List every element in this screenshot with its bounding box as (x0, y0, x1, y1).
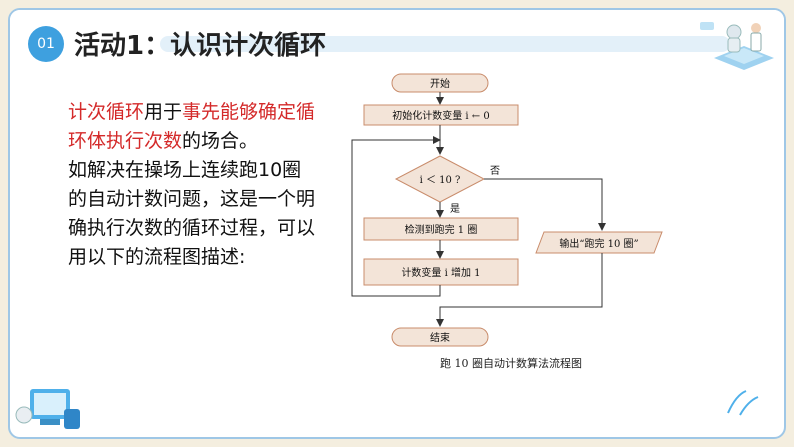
flowchart-caption: 跑 10 圈自动计数算法流程图 (440, 357, 582, 370)
output-label: 输出“跑完 10 圈” (559, 237, 638, 250)
increment-node (363, 258, 519, 286)
page-title: 活动1：认识计次循环 (74, 31, 327, 61)
loop-back-line (351, 136, 441, 297)
output-to-end-line (436, 253, 603, 327)
section-badge: 01 (28, 26, 64, 62)
intro-paragraph: 计次循环用于事先能够确定循环体执行次数的场合。 如解决在操场上连续跑10圈的自动… (68, 98, 320, 272)
intro-text-1: 用于 (144, 101, 183, 123)
increment-label: 计数变量 i 增加 1 (401, 266, 480, 279)
flowchart: 开始 初始化计数变量 i ← 0 i ＜ 10 ? 是 否 检测到跑完 1 圈 … (351, 73, 663, 347)
yes-label: 是 (450, 203, 460, 215)
start-label: 开始 (430, 77, 450, 90)
init-node (363, 104, 519, 126)
no-branch-line (484, 178, 606, 231)
check-label: 检测到跑完 1 圈 (405, 223, 478, 236)
condition-label: i ＜ 10 ? (420, 175, 461, 186)
intro-text-2: 的场合。 (182, 130, 259, 152)
computer-illustration-icon (15, 389, 80, 429)
condition-highlight: 事先能够确定循环体执行次数 (68, 101, 316, 152)
decorative-strokes-icon (727, 390, 759, 416)
init-label: 初始化计数变量 i ← 0 (392, 109, 489, 122)
robot-illustration-icon (700, 22, 774, 70)
slide-card: 01 活动1：认识计次循环 计次循环用于事先能够确定循环体执行次数的场合。 如解… (8, 8, 786, 439)
intro-text-3: 如解决在操场上连续跑10圈的自动计数问题，这是一个明确执行次数的循环过程，可以用… (68, 159, 316, 268)
check-node (363, 217, 519, 241)
end-label: 结束 (430, 331, 450, 344)
term-highlight: 计次循环 (68, 101, 145, 123)
no-label: 否 (490, 165, 500, 177)
output-node (535, 231, 663, 254)
title-underline-decoration (160, 36, 730, 52)
end-node (391, 327, 489, 347)
